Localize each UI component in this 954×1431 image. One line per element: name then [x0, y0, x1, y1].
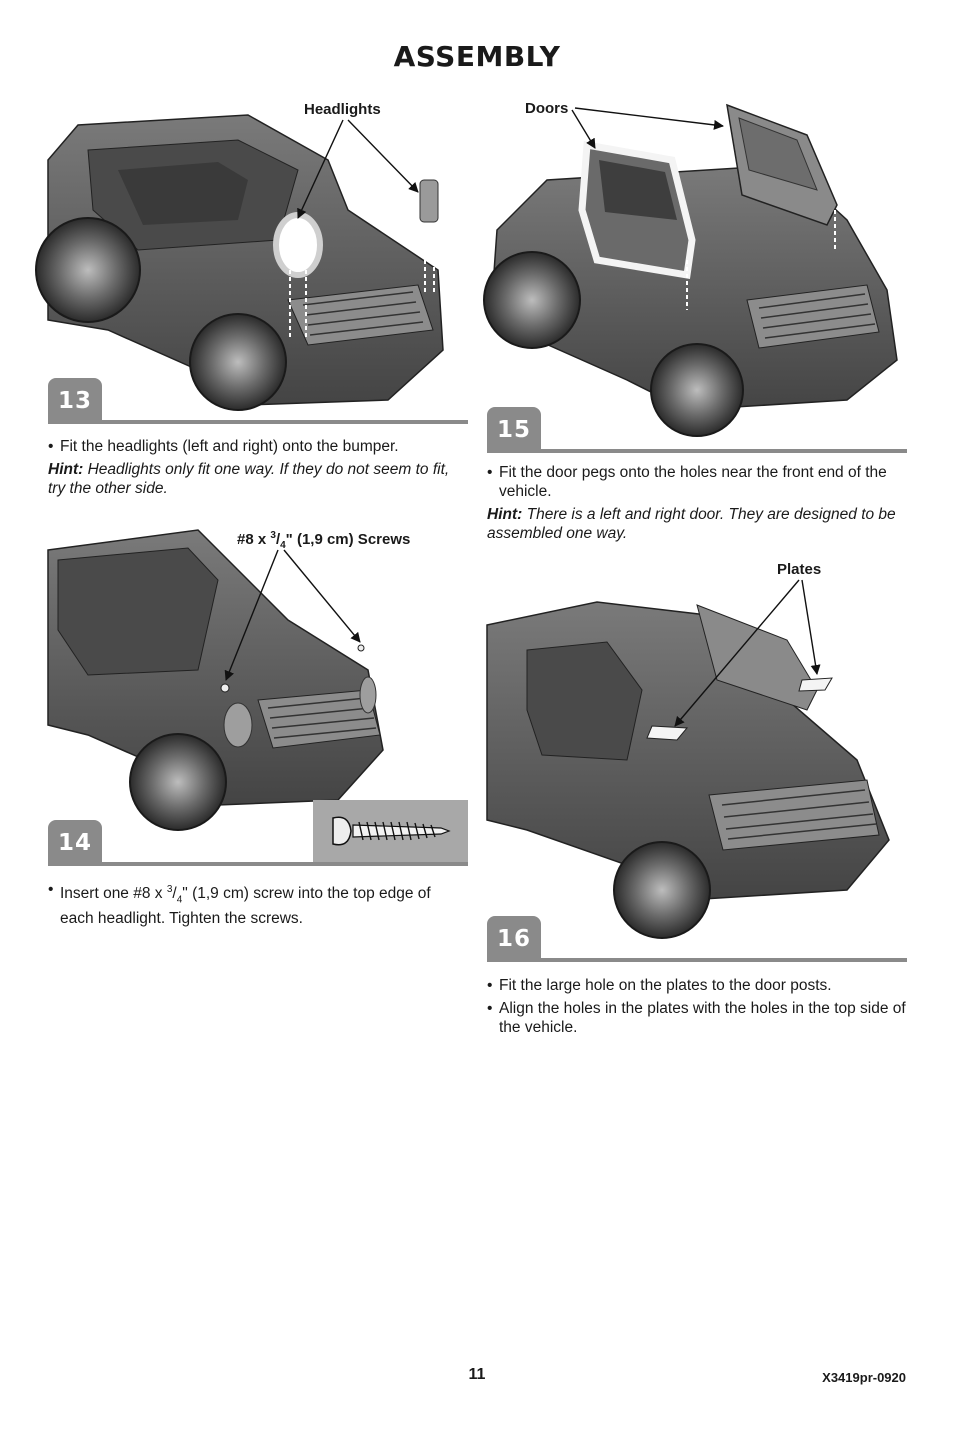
fraction-numerator: 3 — [270, 530, 276, 541]
step-number-badge: 14 — [48, 820, 102, 864]
bullet-item: Fit the headlights (left and right) onto… — [48, 437, 468, 456]
hint: Hint: Headlights only fit one way. If th… — [48, 460, 468, 498]
bullet-item: Align the holes in the plates with the h… — [487, 999, 907, 1037]
callout-arrow — [574, 107, 724, 130]
doors-callout: Doors — [525, 100, 569, 117]
step-number-badge: 15 — [487, 407, 541, 451]
fraction-numerator: 3 — [166, 884, 173, 895]
step-divider — [48, 420, 468, 424]
step-16-instructions: Fit the large hole on the plates to the … — [487, 976, 907, 1041]
callout-text: #8 x — [237, 531, 271, 548]
vehicle-illustration-step-13 — [35, 114, 444, 411]
callout-arrow — [674, 579, 800, 727]
step-15-instructions: Fit the door pegs onto the holes near th… — [487, 463, 907, 543]
bullet-text: Insert one #8 x — [60, 885, 167, 903]
hint-text: There is a left and right door. They are… — [487, 506, 896, 542]
bullet-item: Fit the door pegs onto the holes near th… — [487, 463, 907, 501]
bullet-item: Insert one #8 x 3/4" (1,9 cm) screw into… — [48, 880, 453, 928]
step-divider — [487, 449, 907, 453]
hint: Hint: There is a left and right door. Th… — [487, 505, 907, 543]
step-number-row: 16 — [487, 916, 907, 962]
callout-arrow — [801, 579, 821, 675]
hint-label: Hint: — [487, 506, 523, 523]
callout-arrow — [283, 549, 361, 643]
step-divider — [487, 958, 907, 962]
step-14-instructions: Insert one #8 x 3/4" (1,9 cm) screw into… — [48, 880, 453, 932]
callout-arrow — [347, 119, 419, 193]
callout-arrow — [224, 549, 279, 681]
page-number: 11 — [468, 1366, 486, 1383]
vehicle-illustration-step-16 — [486, 579, 890, 939]
callout-arrow — [571, 109, 596, 149]
step-number-row: 14 — [48, 820, 468, 866]
step-number-badge: 13 — [48, 378, 102, 422]
fraction-denominator: 4 — [280, 540, 286, 551]
step-13-instructions: Fit the headlights (left and right) onto… — [48, 437, 468, 498]
callout-arrow — [297, 119, 344, 219]
vehicle-illustration-step-14 — [47, 529, 384, 831]
page-title: ASSEMBLY — [393, 40, 561, 73]
hint-label: Hint: — [48, 461, 84, 478]
headlights-callout: Headlights — [304, 101, 381, 118]
fraction-denominator: 4 — [176, 894, 183, 906]
screw-icon — [332, 816, 451, 846]
step-divider — [48, 862, 468, 866]
vehicle-illustration-step-15 — [483, 103, 898, 437]
screw-illustration-panel — [313, 800, 468, 862]
document-code: X3419pr-0920 — [822, 1370, 906, 1385]
step-number-row: 13 — [48, 378, 468, 424]
callout-text: " (1,9 cm) Screws — [285, 531, 411, 548]
bullet-text: " (1,9 cm) screw into the top edge of ea… — [60, 885, 431, 928]
step-number-row: 15 — [487, 407, 907, 453]
bullet-item: Fit the large hole on the plates to the … — [487, 976, 907, 995]
plates-callout: Plates — [777, 561, 822, 578]
step-number-badge: 16 — [487, 916, 541, 960]
screws-callout: #8 x 3/4" (1,9 cm) Screws — [237, 530, 411, 551]
hint-text: Headlights only fit one way. If they do … — [48, 461, 450, 497]
